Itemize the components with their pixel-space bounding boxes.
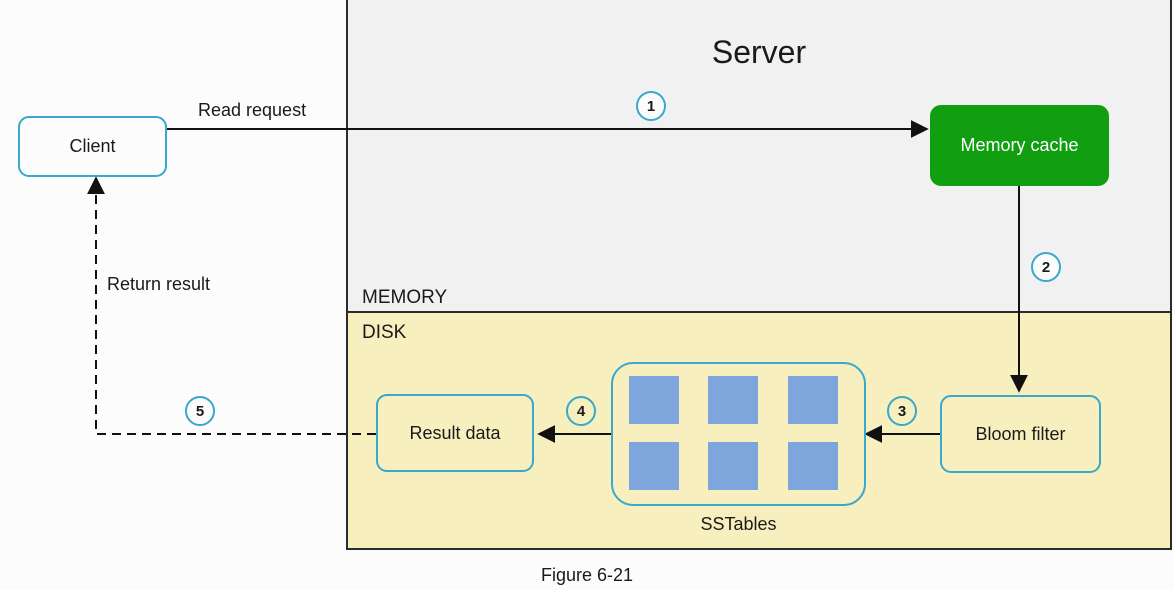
client-node: Client [18,116,167,177]
client-label: Client [69,136,116,156]
sstables-container [611,362,866,506]
result-data-label: Result data [409,422,501,443]
memory-cache-label: Memory cache [960,135,1079,155]
bloom-filter-node: Bloom filter [940,395,1101,473]
edge-return-result [87,176,376,435]
sstable-block [629,442,679,490]
step-1-marker: 1 [636,91,666,121]
sstable-block [788,376,838,424]
bloom-filter-label: Bloom filter [975,423,1066,444]
sstable-block [708,376,758,424]
memory-cache-node: Memory cache [930,105,1109,186]
sstable-block [788,442,838,490]
disk-label: DISK [362,322,407,343]
step-3-marker: 3 [887,396,917,426]
step-4-marker: 4 [566,396,596,426]
sstables-label: SSTables [700,514,777,534]
step-2-marker: 2 [1031,252,1061,282]
read-request-label: Read request [198,100,307,120]
figure-caption: Figure 6-21 [540,565,634,585]
result-data-node: Result data [376,394,534,472]
return-result-label: Return result [107,274,211,294]
server-title: Server [711,34,807,70]
memory-label: MEMORY [362,287,448,308]
step-5-marker: 5 [185,396,215,426]
sstable-block [629,376,679,424]
sstable-block [708,442,758,490]
